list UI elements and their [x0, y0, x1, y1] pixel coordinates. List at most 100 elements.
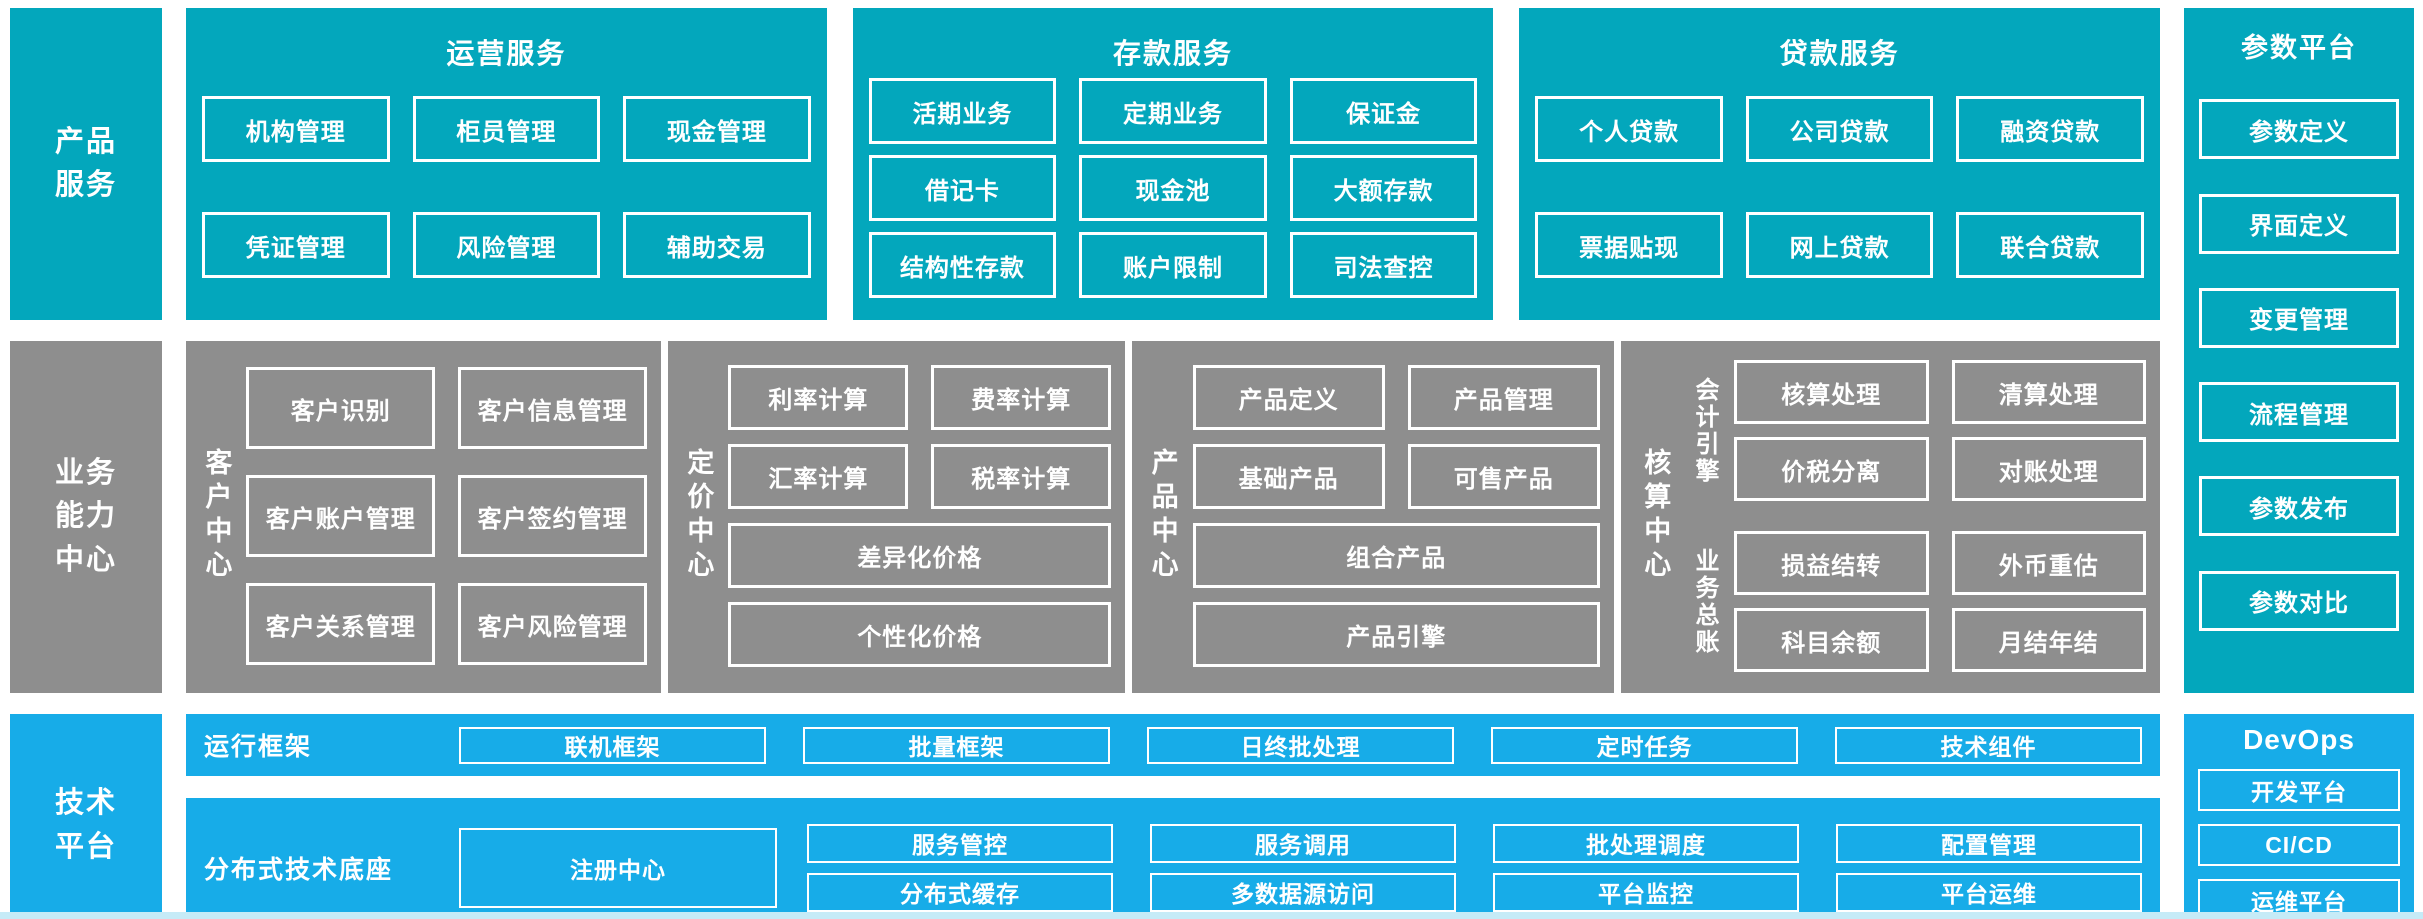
tech-box: 日终批处理 [1147, 726, 1454, 764]
service-box: 定期业务 [1079, 78, 1267, 144]
service-box: 公司贷款 [1745, 96, 1934, 162]
bottom-accent-strip [0, 912, 2423, 919]
tech-box: 批量框架 [803, 726, 1110, 764]
capability-box: 核算处理 [1734, 360, 1929, 424]
service-box: 个人贷款 [1535, 96, 1723, 162]
panel-customer-center: 客户中心 客户识别 客户信息管理 客户账户管理 客户签约管理 客户关系管理 客户… [186, 341, 662, 693]
panel-title: 贷款服务 [1779, 38, 1900, 69]
capability-box: 可售产品 [1407, 444, 1600, 509]
band-title: 分布式技术底座 [204, 855, 394, 884]
service-box: 结构性存款 [868, 232, 1057, 298]
panel-devops: DevOps 开发平台 CI/CD 运维平台 [2184, 714, 2414, 919]
service-box: 借记卡 [868, 155, 1057, 221]
service-box: 机构管理 [202, 96, 390, 162]
capability-box: 清算处理 [1951, 360, 2146, 424]
capability-box: 客户信息管理 [458, 367, 648, 449]
panel-operations-service: 运营服务 机构管理 柜员管理 现金管理 凭证管理 风险管理 辅助交易 [186, 8, 827, 320]
capability-box: 税率计算 [931, 444, 1112, 509]
tech-box: 服务调用 [1150, 823, 1456, 863]
capability-box: 产品管理 [1407, 365, 1600, 430]
parameter-box: 参数对比 [2199, 570, 2399, 631]
capability-box: 客户签约管理 [458, 475, 648, 557]
service-box: 保证金 [1289, 78, 1478, 144]
business-capability-row: 客户中心 客户识别 客户信息管理 客户账户管理 客户签约管理 客户关系管理 客户… [186, 341, 2160, 693]
panel-title: 参数平台 [2241, 33, 2357, 63]
capability-box: 汇率计算 [728, 444, 909, 509]
panel-parameter-platform: 参数平台 参数定义 界面定义 变更管理 流程管理 参数发布 参数对比 [2184, 8, 2414, 693]
tech-box: 多数据源访问 [1150, 872, 1456, 912]
deposit-grid: 活期业务 定期业务 保证金 借记卡 现金池 大额存款 结构性存款 账户限制 司法… [868, 78, 1478, 298]
vertical-panel-title: 产品中心 [1147, 448, 1178, 584]
runtime-items: 联机框架 批量框架 日终批处理 定时任务 技术组件 [459, 726, 2142, 764]
capability-box: 损益结转 [1734, 531, 1929, 595]
service-box: 辅助交易 [623, 212, 811, 278]
accounting-groups: 会计引擎 核算处理 清算处理 价税分离 对账处理 业务总账 损益结转 外币重估 [1685, 355, 2146, 677]
panel-title: DevOps [2243, 724, 2355, 755]
tech-box: 服务管控 [807, 823, 1113, 863]
registry-center-box: 注册中心 [459, 827, 777, 908]
accounting-engine-group: 会计引擎 核算处理 清算处理 价税分离 对账处理 [1685, 355, 2146, 506]
panel-pricing-center: 定价中心 利率计算 费率计算 汇率计算 税率计算 差异化价格 个性化价格 [668, 341, 1126, 693]
parameter-box: 界面定义 [2199, 193, 2399, 254]
service-box: 融资贷款 [1956, 96, 2145, 162]
tech-box: 平台运维 [1836, 872, 2142, 912]
capability-box: 客户风险管理 [458, 583, 648, 665]
parameter-box: 参数发布 [2199, 476, 2399, 537]
capability-box: 客户关系管理 [246, 583, 436, 665]
band-runtime-framework: 运行框架 联机框架 批量框架 日终批处理 定时任务 技术组件 [186, 714, 2160, 776]
panel-title: 运营服务 [446, 38, 567, 69]
service-box: 凭证管理 [202, 212, 390, 278]
loan-grid: 个人贷款 公司贷款 融资贷款 票据贴现 网上贷款 联合贷款 [1535, 78, 2145, 296]
service-box: 柜员管理 [412, 96, 601, 162]
panel-title: 存款服务 [1113, 38, 1234, 69]
service-box: 现金池 [1079, 155, 1267, 221]
capability-box: 利率计算 [728, 365, 909, 430]
vertical-panel-title: 客户中心 [201, 448, 232, 584]
service-box: 账户限制 [1079, 232, 1267, 298]
capability-box-wide: 组合产品 [1192, 523, 1600, 588]
band-distributed-tech-base: 分布式技术底座 注册中心 服务管控 服务调用 批处理调度 配置管理 分布式缓存 … [186, 798, 2160, 919]
service-box: 司法查控 [1289, 232, 1478, 298]
parameter-items: 参数定义 界面定义 变更管理 流程管理 参数发布 参数对比 [2199, 65, 2399, 665]
customer-grid: 客户识别 客户信息管理 客户账户管理 客户签约管理 客户关系管理 客户风险管理 [246, 355, 648, 677]
tech-box: 平台监控 [1493, 872, 1799, 912]
capability-box: 费率计算 [931, 365, 1112, 430]
pricing-grid: 利率计算 费率计算 汇率计算 税率计算 差异化价格 个性化价格 [728, 355, 1112, 677]
tech-box: 批处理调度 [1493, 823, 1799, 863]
panel-product-center: 产品中心 产品定义 产品管理 基础产品 可售产品 组合产品 产品引擎 [1132, 341, 1614, 693]
vertical-group-label: 会计引擎 [1691, 376, 1719, 485]
service-box: 网上贷款 [1745, 212, 1934, 278]
parameter-box: 变更管理 [2199, 287, 2399, 348]
capability-box: 月结年结 [1951, 608, 2146, 672]
capability-box: 基础产品 [1192, 444, 1385, 509]
tech-box: 配置管理 [1836, 823, 2142, 863]
tech-box: 定时任务 [1491, 726, 1798, 764]
tech-box: 联机框架 [459, 726, 766, 764]
parameter-box: 流程管理 [2199, 382, 2399, 443]
vertical-panel-title: 核算中心 [1640, 448, 1671, 584]
capability-box-wide: 产品引擎 [1192, 602, 1600, 667]
band-title: 运行框架 [204, 733, 313, 761]
technology-platform-column: 运行框架 联机框架 批量框架 日终批处理 定时任务 技术组件 分布式技术底座 注… [186, 714, 2160, 919]
parameter-box: 参数定义 [2199, 99, 2399, 160]
distributed-base-grid: 服务管控 服务调用 批处理调度 配置管理 分布式缓存 多数据源访问 平台监控 平… [807, 823, 2142, 912]
devops-box: CI/CD [2198, 824, 2400, 866]
capability-box: 科目余额 [1734, 608, 1929, 672]
panel-loan-service: 贷款服务 个人贷款 公司贷款 融资贷款 票据贴现 网上贷款 联合贷款 [1519, 8, 2161, 320]
product-grid: 产品定义 产品管理 基础产品 可售产品 组合产品 产品引擎 [1192, 355, 1600, 677]
panel-accounting-center: 核算中心 会计引擎 核算处理 清算处理 价税分离 对账处理 业务总账 [1620, 341, 2160, 693]
service-box: 活期业务 [868, 78, 1057, 144]
operations-grid: 机构管理 柜员管理 现金管理 凭证管理 风险管理 辅助交易 [202, 78, 811, 296]
vertical-group-label: 业务总账 [1691, 547, 1719, 656]
tech-box: 分布式缓存 [807, 872, 1113, 912]
tech-box: 技术组件 [1835, 726, 2142, 764]
panel-deposit-service: 存款服务 活期业务 定期业务 保证金 借记卡 现金池 大额存款 结构性存款 账户… [852, 8, 1494, 320]
service-box: 联合贷款 [1956, 212, 2145, 278]
capability-box: 价税分离 [1734, 437, 1929, 501]
capability-box: 对账处理 [1951, 437, 2146, 501]
service-box: 票据贴现 [1535, 212, 1723, 278]
side-label-business-capability-center: 业务 能力 中心 [10, 341, 162, 693]
business-ledger-group: 业务总账 损益结转 外币重估 科目余额 月结年结 [1685, 526, 2146, 677]
capability-box-wide: 差异化价格 [728, 523, 1112, 588]
